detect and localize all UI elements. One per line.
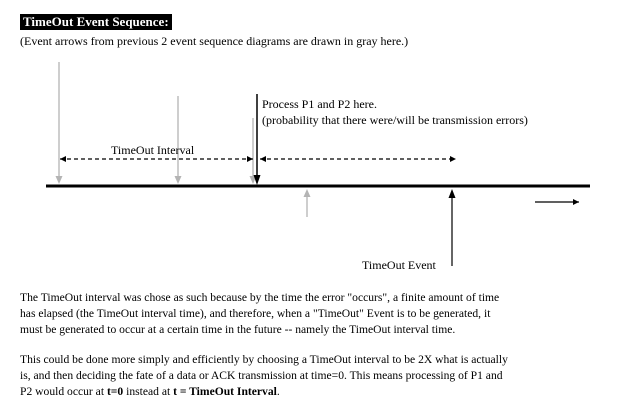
paragraph-2-line-1: This could be done more simply and effic…	[20, 353, 508, 366]
gray-arrow-2	[174, 96, 182, 184]
timeout-event-label: TimeOut Event	[362, 258, 436, 272]
paragraph-1-line-1: The TimeOut interval was chose as such b…	[20, 291, 500, 304]
gray-arrow-1	[55, 62, 63, 184]
gray-arrow-4	[303, 189, 311, 217]
para2-suffix: .	[276, 385, 280, 398]
gray-arrow-3	[249, 118, 257, 184]
process-arrow	[253, 94, 261, 185]
process-label-line2: (probability that there were/will be tra…	[262, 113, 528, 127]
para2-bold-interval: t = TimeOut Interval	[173, 385, 277, 398]
timeout-event-arrow	[448, 189, 456, 266]
para2-mid: instead at	[123, 385, 174, 398]
diagram-subtitle: (Event arrows from previous 2 event sequ…	[20, 34, 409, 48]
paragraph-2-line-2: is, and then deciding the fate of a data…	[20, 369, 503, 382]
paragraph-1-line-3: must be generated to occur at a certain …	[20, 323, 456, 336]
paragraph-1-line-2: has elapsed (the TimeOut interval time),…	[20, 307, 491, 320]
para2-bold-t0: t=0	[106, 385, 124, 398]
paragraph-2-line-3: P2 would occur at t=0 instead at t = Tim…	[20, 384, 620, 400]
para2-prefix: P2 would occur at	[20, 385, 107, 398]
timeout-interval-label: TimeOut Interval	[111, 143, 195, 157]
process-label-line1: Process P1 and P2 here.	[262, 97, 377, 111]
diagram-title: TimeOut Event Sequence:	[20, 14, 172, 30]
